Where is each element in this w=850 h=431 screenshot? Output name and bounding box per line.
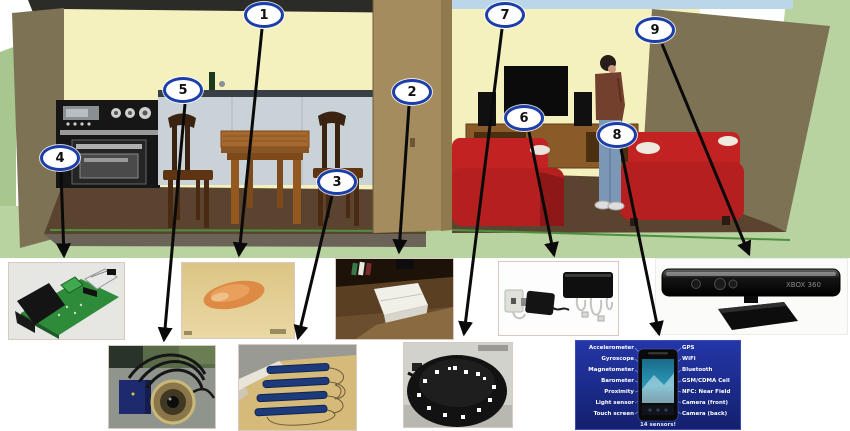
coiled-wire <box>127 353 207 379</box>
callout-5-number: 5 <box>178 82 188 98</box>
label-barometer: Barometer <box>601 378 634 384</box>
sky-strip <box>425 0 793 9</box>
callout-4: 4 <box>40 145 80 171</box>
dome-markers <box>417 366 496 419</box>
callout-8: 8 <box>597 122 637 148</box>
callout-5: 5 <box>163 77 203 103</box>
sofa-left <box>452 138 564 226</box>
label-light-sensor: Light sensor <box>595 400 634 406</box>
speaker-right <box>574 92 592 126</box>
callout-4-number: 4 <box>55 150 65 166</box>
label-accelerometer: Accelerometer <box>588 345 634 351</box>
callout-1-number: 1 <box>259 7 269 23</box>
amber-embedded-sensor-photo <box>181 262 295 339</box>
callout-2-number: 2 <box>407 84 417 100</box>
speaker-left <box>478 92 496 126</box>
bottle <box>209 72 215 90</box>
phone-caption: 14 sensors! <box>639 422 677 428</box>
faucet <box>219 81 225 87</box>
door-handle <box>410 138 415 147</box>
cables <box>512 297 614 320</box>
kinect-neck <box>744 296 758 303</box>
label-wifi: WiFi <box>682 356 696 362</box>
callout-3: 3 <box>317 169 357 195</box>
label-bluetooth: Bluetooth <box>682 367 713 373</box>
callout-1: 1 <box>244 2 284 28</box>
camera-sensor-photo <box>108 345 216 429</box>
callout-2: 2 <box>392 79 432 105</box>
kinect-camera-3 <box>728 279 738 289</box>
divider-wall <box>372 0 452 233</box>
kitchen-left-wall <box>12 8 64 248</box>
label-proximity: Proximity <box>604 389 634 395</box>
relay-block <box>17 283 65 325</box>
white-box <box>374 283 428 315</box>
terminal-block <box>60 276 84 294</box>
kinect-photo: XBOX 360 <box>655 258 848 335</box>
kinect-camera-1 <box>691 279 701 289</box>
person <box>594 55 625 211</box>
kinect-brand-label: XBOX 360 <box>786 281 821 289</box>
room-rendering <box>0 0 850 258</box>
callout-8-number: 8 <box>612 127 622 143</box>
stove <box>56 100 160 188</box>
label-gps: GPS <box>682 345 695 351</box>
callout-9-number: 9 <box>650 22 660 38</box>
phone-diagram-lines <box>634 347 682 422</box>
callout-6: 6 <box>504 105 544 131</box>
label-gyroscope: Gyroscope <box>601 356 634 362</box>
plug-adapter <box>525 290 555 316</box>
callout-9: 9 <box>635 17 675 43</box>
shelf-underside <box>336 259 453 287</box>
label-cell: GSM/CDMA Cell <box>682 378 730 384</box>
callout-7: 7 <box>485 2 525 28</box>
smartphone-sensors-photo: Accelerometer Gyroscope Magnetometer Bar… <box>575 340 741 430</box>
label-camera-front: Camera (front) <box>682 400 729 406</box>
label-camera-back: Camera (back) <box>682 411 728 417</box>
dome-sensor-photo <box>403 342 513 428</box>
label-nfc: NFC: Near Field <box>682 389 731 395</box>
pressure-mat-photo <box>238 344 357 431</box>
adapter-box <box>563 272 613 298</box>
strip-wires <box>266 367 346 426</box>
kitchen-foundation <box>44 234 426 247</box>
sofa-right <box>620 132 744 226</box>
carpet-edge <box>239 345 356 379</box>
under-table-sensor-photo <box>335 258 454 340</box>
label-touch-screen: Touch screen <box>593 411 634 417</box>
relay-board-photo <box>8 262 125 340</box>
sensor-strips <box>254 363 330 417</box>
callout-7-number: 7 <box>500 7 510 23</box>
ground-green-left <box>0 46 16 206</box>
label-magnetometer: Magnetometer <box>588 367 634 373</box>
kinect-camera-2 <box>714 278 726 290</box>
floor-area <box>356 307 453 339</box>
callout-6-number: 6 <box>519 110 529 126</box>
callout-3-number: 3 <box>332 174 342 190</box>
kitchen-floor-edge-line <box>49 229 427 232</box>
power-plug-adapters-photo <box>498 261 619 336</box>
